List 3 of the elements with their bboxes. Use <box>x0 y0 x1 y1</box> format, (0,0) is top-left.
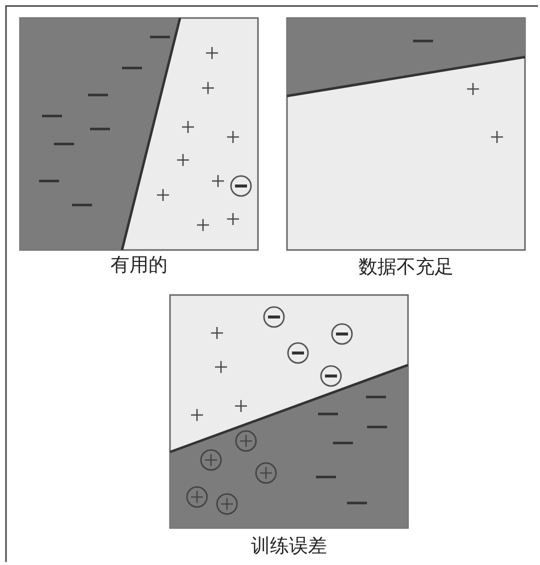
panel-caption: 训练误差 <box>250 535 328 557</box>
panel-caption: 数据不充足 <box>358 256 454 278</box>
panel-caption: 有用的 <box>110 254 168 276</box>
